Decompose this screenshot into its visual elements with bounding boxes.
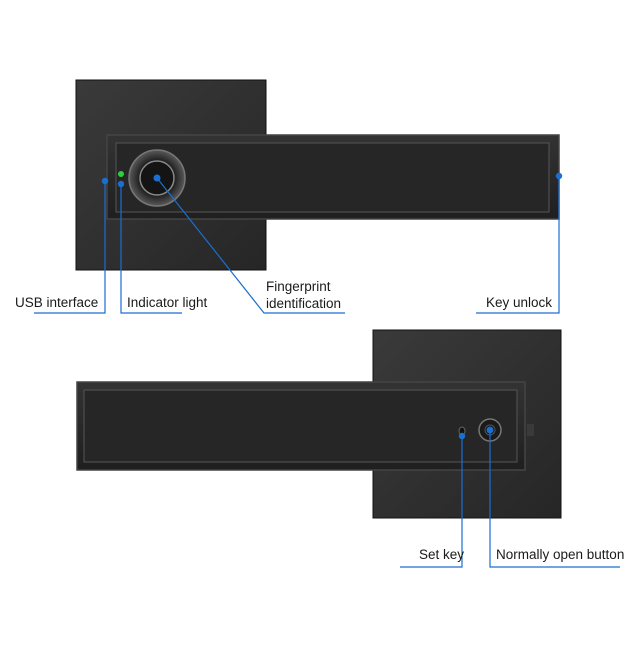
dot-usb [101, 177, 109, 185]
callout-set-key [400, 436, 463, 568]
dot-indicator [117, 180, 125, 188]
callout-usb [34, 181, 106, 314]
dot-fingerprint [153, 174, 161, 182]
outside-lock [75, 79, 560, 271]
dot-set-key [458, 432, 466, 440]
dot-normally-open [486, 426, 494, 434]
label-key-unlock: Key unlock [486, 295, 553, 310]
label-set-key: Set key [419, 547, 465, 562]
inside-lock [76, 329, 562, 519]
callout-fingerprint [156, 177, 345, 314]
dot-key-unlock [555, 172, 563, 180]
label-usb-interface: USB interface [15, 295, 99, 310]
handle-face-inside [83, 389, 518, 463]
callout-indicator [120, 184, 182, 314]
callout-key-unlock [476, 176, 560, 314]
label-fingerprint-line2: identification [266, 296, 342, 311]
handle-face [115, 142, 550, 213]
callout-normally-open [489, 430, 620, 568]
callout-lines [34, 176, 620, 568]
label-indicator-light: Indicator light [127, 295, 208, 310]
latch-stub [527, 424, 534, 436]
label-fingerprint-line1: Fingerprint [266, 279, 331, 294]
callout-dots [101, 172, 563, 440]
indicator-light-dot [118, 171, 124, 177]
label-normally-open-button: Normally open button [496, 547, 625, 562]
